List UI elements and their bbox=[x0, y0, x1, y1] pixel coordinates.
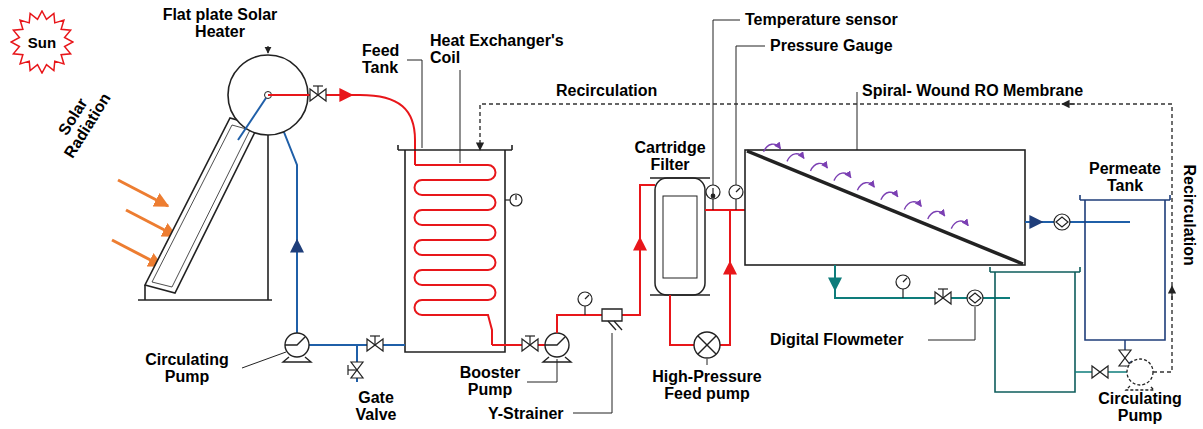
label-text: Digital Flowmeter bbox=[770, 331, 903, 348]
part-label: Circulating Pump bbox=[1088, 390, 1192, 424]
label-text: Cartridge Filter bbox=[634, 139, 705, 173]
y-strainer-symbol bbox=[602, 309, 622, 330]
pressure-gauge-symbol bbox=[578, 292, 592, 315]
cold-pipe bbox=[238, 95, 268, 140]
part-label: Circulating Pump bbox=[132, 351, 242, 385]
pressure-gauge-symbol bbox=[896, 275, 910, 298]
leader-line bbox=[460, 70, 461, 163]
flowmeter-symbol bbox=[1054, 214, 1070, 230]
valve-symbol bbox=[348, 336, 383, 378]
label-text: Solar Radiation bbox=[55, 90, 114, 161]
pump-symbol bbox=[1126, 359, 1154, 390]
leader-line bbox=[707, 359, 708, 365]
flow-label: Recirculation bbox=[556, 82, 686, 99]
part-label: Heat Exchanger's Coil bbox=[430, 32, 580, 66]
label-text: Pressure Gauge bbox=[770, 37, 893, 54]
label-text: Y-Strainer bbox=[488, 405, 564, 422]
brine-pipe bbox=[835, 265, 1010, 298]
permeate-pipe bbox=[1025, 221, 1130, 223]
radiation-label: Solar Radiation bbox=[42, 74, 119, 168]
heat-exchanger-coil bbox=[415, 165, 496, 345]
part-label: Temperature sensor bbox=[745, 11, 945, 28]
label-text: Circulating Pump bbox=[1098, 390, 1182, 424]
flow-arrow bbox=[639, 238, 641, 250]
label-text: Temperature sensor bbox=[745, 11, 898, 28]
part-label: Feed Tank bbox=[362, 42, 406, 76]
thermometer-symbol bbox=[505, 194, 522, 206]
label-text: Recirculation bbox=[1181, 165, 1198, 266]
valve-symbol bbox=[935, 289, 951, 304]
label-text: Gate Valve bbox=[356, 389, 397, 423]
feed-tank bbox=[398, 145, 512, 352]
label-text: Booster Pump bbox=[460, 364, 520, 398]
recirculation-line bbox=[480, 104, 1172, 372]
label-text: Feed Tank bbox=[362, 42, 399, 76]
leader-line bbox=[928, 307, 975, 340]
part-label: Permeate Tank bbox=[1078, 160, 1172, 194]
pump-symbol bbox=[283, 333, 311, 362]
label-text: Permeate Tank bbox=[1089, 160, 1161, 194]
sun-burst: Sun bbox=[10, 10, 74, 74]
part-label: Digital Flowmeter bbox=[770, 331, 930, 348]
label-text: Spiral- Wound RO Membrane bbox=[862, 82, 1083, 99]
flow-arrow bbox=[1062, 103, 1075, 104]
leader-line bbox=[407, 60, 422, 148]
leader-line bbox=[573, 333, 612, 413]
flow-arrow bbox=[834, 270, 836, 290]
part-label: High-Pressure Feed pump bbox=[632, 368, 782, 402]
solar-collector bbox=[138, 118, 272, 300]
valve-symbol bbox=[522, 336, 538, 351]
leader-line bbox=[267, 46, 268, 53]
node-text: Sun bbox=[10, 34, 74, 51]
permeate-tank bbox=[1080, 195, 1170, 340]
label-text: Recirculation bbox=[556, 82, 657, 99]
high-pressure-pipe bbox=[720, 210, 730, 345]
part-label: Spiral- Wound RO Membrane bbox=[862, 82, 1122, 99]
valve-symbol bbox=[310, 86, 326, 101]
leader-line bbox=[857, 92, 858, 150]
pump-symbol bbox=[543, 333, 571, 362]
feed-pipe bbox=[670, 295, 694, 345]
brine-tank bbox=[990, 267, 1080, 392]
cartridge-filter bbox=[650, 178, 710, 295]
leader-line bbox=[527, 359, 557, 382]
valve-symbol bbox=[1092, 350, 1131, 378]
flow-swirls bbox=[764, 144, 969, 228]
flow-arrow bbox=[1025, 221, 1042, 223]
part-label: Cartridge Filter bbox=[620, 139, 720, 173]
leader-line bbox=[242, 352, 286, 368]
part-label: Gate Valve bbox=[346, 389, 406, 423]
label-text: Heat Exchanger's Coil bbox=[430, 32, 564, 66]
feed-pipe bbox=[557, 185, 655, 333]
part-label: Booster Pump bbox=[455, 364, 525, 398]
label-text: Circulating Pump bbox=[145, 351, 229, 385]
label-text: High-Pressure Feed pump bbox=[652, 368, 761, 402]
part-label: Pressure Gauge bbox=[770, 37, 930, 54]
ro-membrane bbox=[745, 150, 1025, 265]
hot-pipe bbox=[268, 95, 415, 165]
flow-arrow bbox=[296, 240, 298, 270]
hp-pump-symbol bbox=[694, 332, 720, 358]
sensor-symbols bbox=[706, 185, 743, 210]
part-label: Y-Strainer bbox=[488, 405, 578, 422]
flow-label: Recirculation bbox=[1181, 165, 1198, 265]
flow-arrow bbox=[340, 94, 352, 96]
flow-arrow bbox=[729, 262, 731, 280]
high-pressure-pipe bbox=[705, 209, 745, 211]
flowmeter-symbol bbox=[967, 290, 983, 306]
part-label: Flat plate Solar Heater bbox=[150, 6, 290, 40]
label-text: Flat plate Solar Heater bbox=[163, 6, 278, 40]
flow-arrow bbox=[1171, 286, 1172, 300]
